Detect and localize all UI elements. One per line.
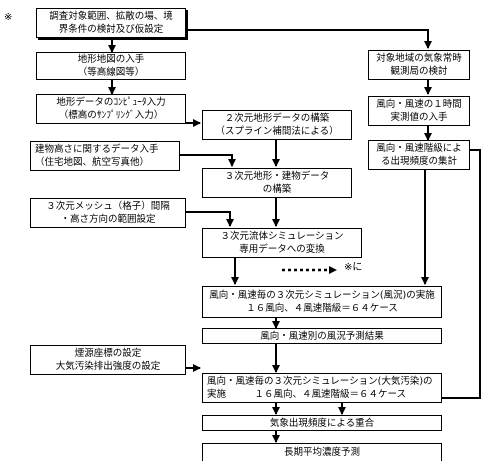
step-study-scope-line1: 調査対象範囲、拡散の場、境 xyxy=(49,11,173,22)
step-building-data: 建物高さに関するデータ入手 （住宅地図、航空写真他） xyxy=(30,141,180,171)
step-topo-map-line2: （等高線図等） xyxy=(77,67,145,78)
step-hourly-wind: 風向・風速の１時間 実測値の入手 xyxy=(368,96,470,126)
step-hourly-wind-line2: 実測値の入手 xyxy=(390,112,448,123)
step-weather-station-line1: 対象地域の気象常時 xyxy=(376,53,462,64)
step-wind-results: 風向・風速別の風況予測結果 xyxy=(202,328,442,344)
step-frequency-count: 風向・風速階級によ る出現頻度の集計 xyxy=(368,140,470,170)
step-weather-station: 対象地域の気象常時 観測局の検討 xyxy=(368,50,470,80)
step-hourly-wind-line1: 風向・風速の１時間 xyxy=(376,99,462,110)
step-mesh-setting-line1: ３次元メッシュ（格子）間隔 xyxy=(46,201,170,212)
step-terrain-input-line2: （標高のｻﾝﾌﾟﾘﾝｸﾞ入力） xyxy=(58,110,164,121)
arrow-b4-c2 xyxy=(180,154,236,167)
step-pollution-simulation: 風向・風速毎の３次元シミュレーション(大気汚染)の 実施 １６風向、４風速階級＝… xyxy=(202,373,442,403)
step-weather-station-line2: 観測局の検討 xyxy=(390,66,448,77)
step-topo-map: 地形地図の入手 （等高線図等） xyxy=(36,52,186,80)
step-long-term-prediction-line1: 長期平均濃度予測 xyxy=(283,447,360,458)
step-wind-results-line1: 風向・風速別の風況予測結果 xyxy=(260,330,384,342)
step-long-term-prediction: 長期平均濃度予測 xyxy=(202,443,442,461)
step-terrain-input: 地形データのｺﾝﾋﾟｭｰﾀ入力 （標高のｻﾝﾌﾟﾘﾝｸﾞ入力） xyxy=(36,94,186,124)
step-wind-simulation: 風向・風速毎の３次元シミュレーション(風況)の実施 １６風向、４風速階級＝６４ケ… xyxy=(202,286,442,318)
step-study-scope: 調査対象範囲、拡散の場、境 界条件の検討及び仮設定 xyxy=(36,8,186,38)
step-source-setting-line1: 煙源座標の設定 xyxy=(74,348,142,359)
step-mesh-setting-line2: ・高さ方向の範囲設定 xyxy=(60,214,156,225)
step-source-setting-line2: 大気汚染排出強度の設定 xyxy=(55,361,161,372)
arrow-b5-c3 xyxy=(186,211,234,227)
step-wind-simulation-line2: １６風向、４風速階級＝６４ケース xyxy=(246,303,398,314)
arrow-b1-r1 xyxy=(186,29,432,49)
step-frequency-count-line2: る出現頻度の集計 xyxy=(380,156,457,167)
step-cfd-conversion: ３次元流体シミュレーション 専用データへの変換 xyxy=(202,228,362,258)
step-frequency-overlay-line1: 気象出現頻度による重合 xyxy=(269,417,375,429)
step-pollution-simulation-line1: 風向・風速毎の３次元シミュレーション(大気汚染)の xyxy=(207,376,433,387)
step-2d-terrain-line2: （スプライン補間法による） xyxy=(215,126,339,137)
step-cfd-conversion-line1: ３次元流体シミュレーション xyxy=(220,231,344,242)
step-cfd-conversion-line2: 専用データへの変換 xyxy=(239,244,325,255)
step-3d-terrain-building-line1: ３次元地形・建物データ xyxy=(224,171,330,182)
note-mark: ※ xyxy=(4,12,13,23)
step-frequency-count-line1: 風向・風速階級によ xyxy=(376,143,462,154)
step-building-data-line2: （住宅地図、航空写真他） xyxy=(35,157,150,168)
step-topo-map-line1: 地形地図の入手 xyxy=(77,54,145,65)
dashed-note-label: ※に xyxy=(344,262,363,273)
step-building-data-line1: 建物高さに関するデータ入手 xyxy=(35,144,159,155)
step-source-setting: 煙源座標の設定 大気汚染排出強度の設定 xyxy=(30,345,186,375)
step-2d-terrain: ２次元地形データの構築 （スプライン補間法による） xyxy=(202,110,352,140)
step-pollution-simulation-line2: 実施 １６風向、４風速階級＝６４ケース xyxy=(207,389,407,400)
step-study-scope-line2: 界条件の検討及び仮設定 xyxy=(58,24,164,35)
step-terrain-input-line1: 地形データのｺﾝﾋﾟｭｰﾀ入力 xyxy=(56,97,166,108)
step-3d-terrain-building-line2: の構築 xyxy=(262,184,292,195)
arrow-r3-c7 xyxy=(338,149,481,415)
step-mesh-setting: ３次元メッシュ（格子）間隔 ・高さ方向の範囲設定 xyxy=(30,198,186,228)
step-3d-terrain-building: ３次元地形・建物データ の構築 xyxy=(202,168,352,198)
step-frequency-overlay: 気象出現頻度による重合 xyxy=(202,415,442,431)
step-wind-simulation-line1: 風向・風速毎の３次元シミュレーション(風況)の実施 xyxy=(209,290,435,301)
step-2d-terrain-line1: ２次元地形データの構築 xyxy=(224,113,330,124)
